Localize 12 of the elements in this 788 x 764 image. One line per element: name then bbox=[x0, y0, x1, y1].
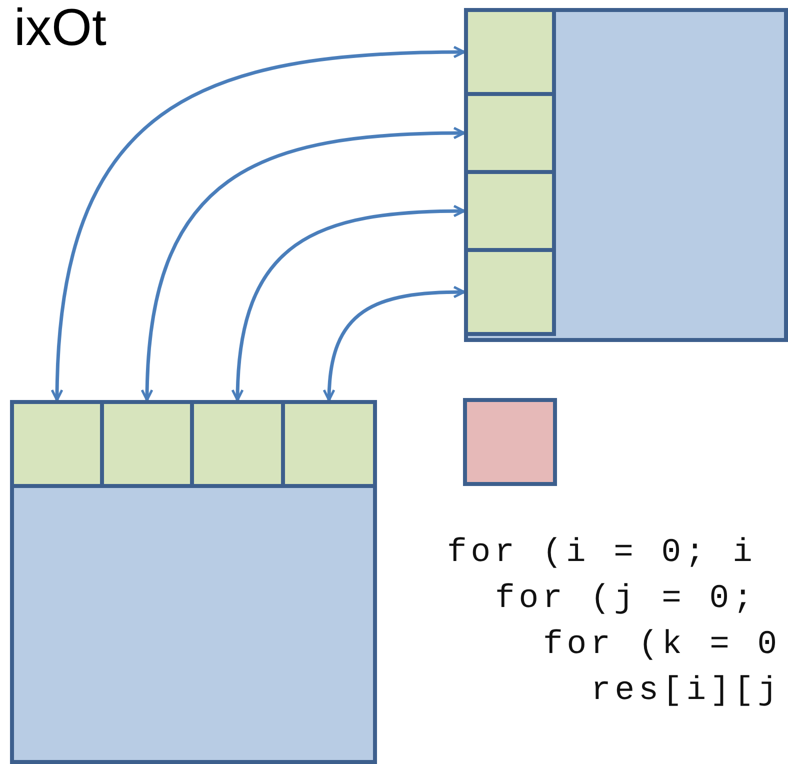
code-line: res[i][j bbox=[591, 672, 782, 709]
square-box bbox=[463, 398, 557, 486]
double-arrow bbox=[232, 204, 466, 402]
double-arrow bbox=[141, 126, 466, 402]
matrix-box bbox=[10, 400, 377, 764]
code-line: for (i = 0; i bbox=[447, 534, 756, 571]
title: ixOt bbox=[14, 0, 106, 56]
code-line: for (j = 0; bbox=[495, 580, 757, 617]
matrix-box bbox=[464, 8, 788, 342]
code-line: for (k = 0 bbox=[543, 626, 782, 663]
double-arrow bbox=[51, 46, 466, 402]
double-arrow bbox=[323, 286, 466, 402]
